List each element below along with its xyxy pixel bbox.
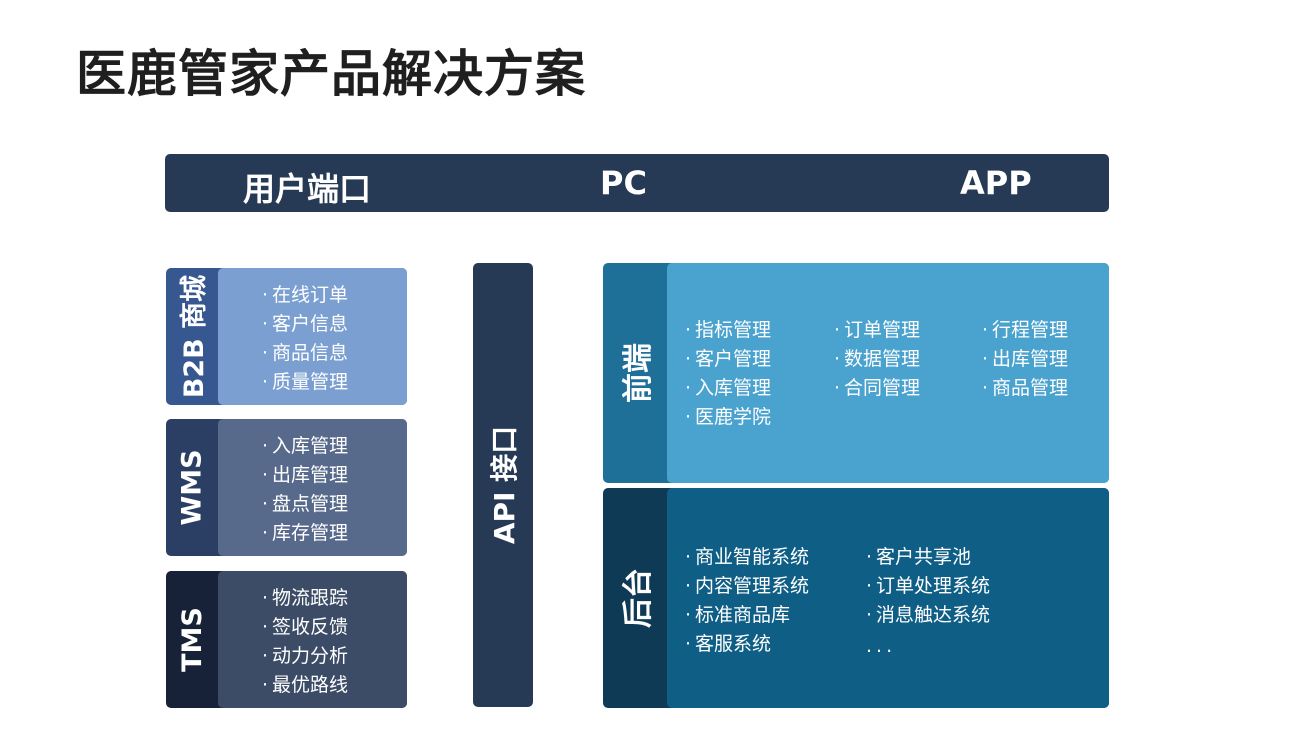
frontend-block: 前端 指标管理 客户管理 入库管理 医鹿学院 订单管理 数据管理 合同管理 行程… xyxy=(603,263,1109,483)
list-item: 数据管理 xyxy=(834,345,920,374)
b2b-mall-block: B2B 商城 在线订单 客户信息 商品信息 质量管理 xyxy=(166,268,407,405)
list-item: 医鹿学院 xyxy=(685,403,771,432)
list-item: 入库管理 xyxy=(685,374,771,403)
backend-ellipsis: ... xyxy=(866,635,897,657)
list-item: 商品管理 xyxy=(982,374,1068,403)
list-item: 订单管理 xyxy=(834,316,920,345)
tms-side-label: TMS xyxy=(166,571,218,708)
list-item: 标准商品库 xyxy=(685,601,809,630)
tms-label: TMS xyxy=(176,607,208,672)
tms-body: 物流跟踪 签收反馈 动力分析 最优路线 xyxy=(218,571,407,708)
backend-list-col1: 商业智能系统 内容管理系统 标准商品库 客服系统 xyxy=(685,543,809,659)
b2b-side-label: B2B 商城 xyxy=(166,268,218,405)
list-item: 内容管理系统 xyxy=(685,572,809,601)
page-title: 医鹿管家产品解决方案 xyxy=(76,45,586,103)
app-label: APP xyxy=(960,164,1032,202)
wms-feature-list: 入库管理 出库管理 盘点管理 库存管理 xyxy=(262,432,348,548)
frontend-body: 指标管理 客户管理 入库管理 医鹿学院 订单管理 数据管理 合同管理 行程管理 … xyxy=(667,263,1109,483)
list-item: 在线订单 xyxy=(262,281,348,310)
list-item: 动力分析 xyxy=(262,642,348,671)
list-item: 签收反馈 xyxy=(262,613,348,642)
wms-block: WMS 入库管理 出库管理 盘点管理 库存管理 xyxy=(166,419,407,556)
backend-side-label: 后台 xyxy=(603,488,667,708)
list-item: 出库管理 xyxy=(982,345,1068,374)
tms-block: TMS 物流跟踪 签收反馈 动力分析 最优路线 xyxy=(166,571,407,708)
user-port-label: 用户端口 xyxy=(243,170,372,208)
wms-side-label: WMS xyxy=(166,419,218,556)
b2b-label: B2B 商城 xyxy=(179,274,211,399)
list-item: 质量管理 xyxy=(262,368,348,397)
b2b-body: 在线订单 客户信息 商品信息 质量管理 xyxy=(218,268,407,405)
list-item: 库存管理 xyxy=(262,519,348,548)
frontend-list-col2: 订单管理 数据管理 合同管理 xyxy=(834,316,920,403)
frontend-list-col3: 行程管理 出库管理 商品管理 xyxy=(982,316,1068,403)
user-port-bar: 用户端口 PC APP xyxy=(165,154,1109,212)
tms-feature-list: 物流跟踪 签收反馈 动力分析 最优路线 xyxy=(262,584,348,700)
b2b-feature-list: 在线订单 客户信息 商品信息 质量管理 xyxy=(262,281,348,397)
list-item: 物流跟踪 xyxy=(262,584,348,613)
list-item: 行程管理 xyxy=(982,316,1068,345)
backend-block: 后台 商业智能系统 内容管理系统 标准商品库 客服系统 客户共享池 订单处理系统… xyxy=(603,488,1109,708)
list-item: 出库管理 xyxy=(262,461,348,490)
list-item: 客户信息 xyxy=(262,310,348,339)
list-item: 消息触达系统 xyxy=(866,601,990,630)
frontend-side-label: 前端 xyxy=(603,263,667,483)
list-item: 客户管理 xyxy=(685,345,771,374)
pc-label: PC xyxy=(600,164,647,202)
frontend-list-col1: 指标管理 客户管理 入库管理 医鹿学院 xyxy=(685,316,771,432)
list-item: 商品信息 xyxy=(262,339,348,368)
list-item: 最优路线 xyxy=(262,671,348,700)
frontend-label: 前端 xyxy=(621,343,656,403)
list-item: 指标管理 xyxy=(685,316,771,345)
list-item: 入库管理 xyxy=(262,432,348,461)
list-item: 客服系统 xyxy=(685,630,809,659)
backend-list-col2: 客户共享池 订单处理系统 消息触达系统 xyxy=(866,543,990,630)
api-label: API 接口 xyxy=(488,425,522,545)
list-item: 商业智能系统 xyxy=(685,543,809,572)
backend-label: 后台 xyxy=(621,568,656,628)
list-item: 订单处理系统 xyxy=(866,572,990,601)
wms-body: 入库管理 出库管理 盘点管理 库存管理 xyxy=(218,419,407,556)
list-item: 合同管理 xyxy=(834,374,920,403)
api-interface-bar: API 接口 xyxy=(473,263,533,707)
wms-label: WMS xyxy=(176,449,208,526)
backend-body: 商业智能系统 内容管理系统 标准商品库 客服系统 客户共享池 订单处理系统 消息… xyxy=(667,488,1109,708)
list-item: 客户共享池 xyxy=(866,543,990,572)
list-item: 盘点管理 xyxy=(262,490,348,519)
